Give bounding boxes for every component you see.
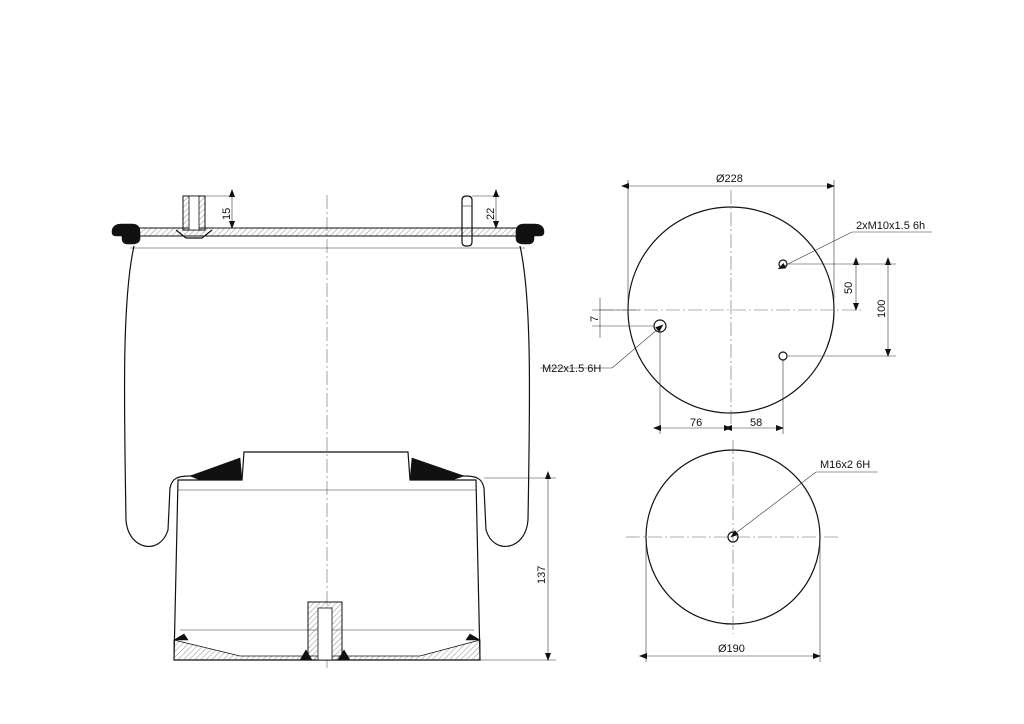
dim-horizontal-76: 76 xyxy=(690,417,702,429)
bolt-hole-lower xyxy=(778,351,788,361)
dim-insert-left: 15 xyxy=(221,208,233,220)
side-view: 15 22 xyxy=(111,189,556,668)
dim-height-group: 137 xyxy=(480,471,556,661)
bottom-diameter: Ø190 xyxy=(718,643,745,655)
dim-insert-right: 22 xyxy=(485,208,497,220)
insert-left: 15 xyxy=(175,189,240,239)
dim-vertical-50: 50 xyxy=(843,282,855,294)
callout-bolts: 2xM10x1.5 6h xyxy=(856,220,925,232)
top-diameter: Ø228 xyxy=(716,173,743,185)
bolt-hole-upper xyxy=(778,259,788,269)
top-view: Ø228 2xM10x1.5 6h M22x1.5 6H 7 50 100 76… xyxy=(540,173,932,434)
stud-right: 22 xyxy=(461,189,500,247)
rubber-bellow xyxy=(123,245,531,547)
dim-height: 137 xyxy=(536,566,548,584)
bead-left xyxy=(111,223,141,245)
callout-port: M22x1.5 6H xyxy=(542,363,601,375)
bellow-fold-right xyxy=(409,457,465,481)
dim-offset-small: 7 xyxy=(589,316,601,322)
piston xyxy=(172,451,482,661)
bellow-fold-left xyxy=(189,457,243,481)
dim-vertical-100: 100 xyxy=(876,300,888,318)
dim-horizontal-58: 58 xyxy=(750,417,762,429)
bottom-view: M16x2 6H Ø190 xyxy=(626,440,878,662)
callout-thread: M16x2 6H xyxy=(820,459,870,471)
top-plate xyxy=(111,223,545,249)
bead-right xyxy=(515,223,545,245)
